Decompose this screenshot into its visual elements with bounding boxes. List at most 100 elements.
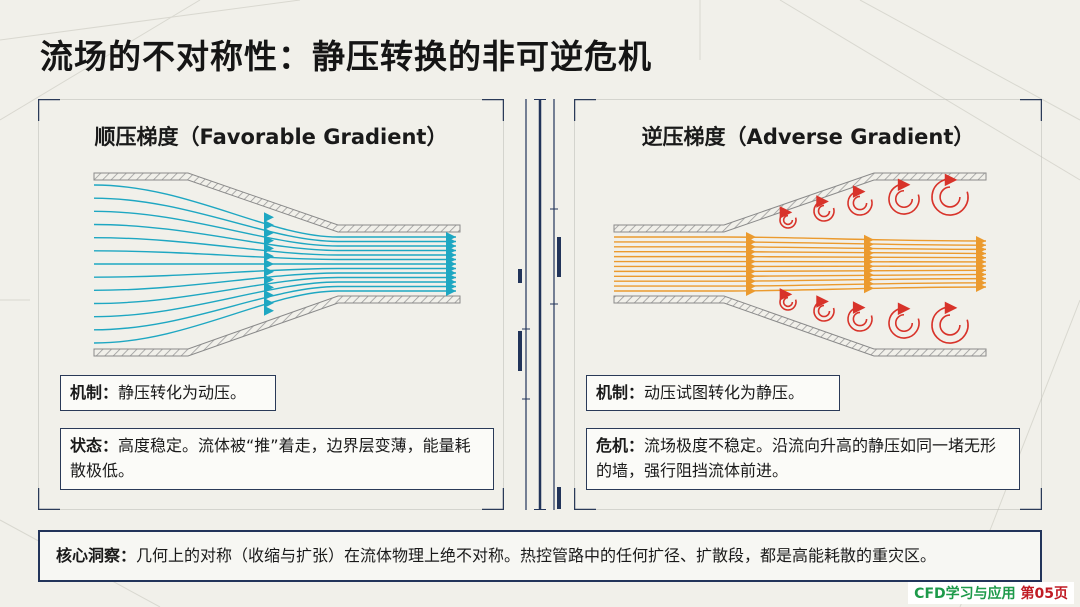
core-insight-bar: 核心洞察：几何上的对称（收缩与扩张）在流体物理上绝不对称。热控管路中的任何扩径、… — [38, 530, 1042, 582]
page-badge: CFD学习与应用 第05页 — [908, 582, 1074, 604]
streamline — [93, 250, 456, 261]
arrowhead — [264, 235, 274, 246]
crisis-text: 流场极度不稳定。沿流向升高的静压如同一堵无形的墙，强行阻挡流体前进。 — [596, 436, 997, 480]
vortex-inner-arc — [852, 195, 868, 211]
arrowhead — [264, 282, 274, 293]
vortex-arc — [888, 183, 920, 215]
streamline — [614, 273, 987, 277]
streamline — [614, 246, 987, 251]
arrowhead — [897, 302, 911, 316]
favorable-gradient-heading: 顺压梯度（Favorable Gradient） — [94, 125, 448, 149]
vortex-inner-arc — [939, 186, 961, 208]
arrowhead — [264, 212, 274, 223]
arrowhead — [944, 173, 958, 187]
flow-arrows — [264, 212, 456, 316]
vortex-arc — [847, 306, 873, 332]
streamline — [614, 269, 987, 273]
streamline — [614, 286, 987, 292]
streamline — [614, 241, 987, 246]
favorable-gradient-panel: 顺压梯度（Favorable Gradient） 机制：静压转化为动压。 状态：… — [38, 99, 504, 510]
arrowhead — [746, 286, 756, 296]
mechanism-box: 机制：动压试图转化为静压。 — [586, 375, 840, 411]
vortex-inner-arc — [817, 204, 831, 218]
vortex-arc — [888, 307, 920, 339]
streamline — [93, 197, 456, 243]
arrowhead — [264, 305, 274, 316]
top-wall — [93, 172, 461, 233]
streamline — [93, 281, 456, 318]
arrowhead — [446, 286, 456, 296]
top-wall — [613, 172, 987, 233]
arrowhead — [264, 266, 274, 277]
page-number: 第05页 — [1020, 586, 1068, 602]
vortex-arc — [847, 190, 873, 216]
diverging-diffuser-diagram — [613, 172, 987, 357]
arrowhead — [264, 290, 274, 301]
streamline — [614, 251, 987, 255]
arrowhead — [816, 195, 829, 208]
mechanism-text: 静压转化为动压。 — [118, 383, 247, 402]
streamline — [93, 236, 456, 256]
arrowhead — [864, 283, 874, 294]
streamline — [614, 282, 987, 287]
vortex-inner-arc — [894, 313, 914, 333]
arrowhead — [264, 251, 274, 262]
vortex-inner-arc — [894, 189, 914, 209]
mechanism-box: 机制：静压转化为动压。 — [60, 375, 276, 411]
arrowhead — [264, 274, 274, 285]
vortex-arc — [931, 306, 969, 344]
streamline — [93, 223, 456, 252]
streamline — [614, 236, 987, 242]
state-box: 状态：高度稳定。流体被“推”着走，边界层变薄，能量耗散极低。 — [60, 428, 494, 490]
arrowhead — [264, 243, 274, 254]
adverse-gradient-heading: 逆压梯度（Adverse Gradient） — [641, 125, 975, 149]
arrowhead — [897, 178, 911, 192]
page-title: 流场的不对称性：静压转换的非可逆危机 — [40, 37, 652, 76]
arrowhead — [264, 227, 274, 238]
vortex-inner-arc — [939, 314, 961, 336]
mechanism-text: 动压试图转化为静压。 — [644, 383, 805, 402]
mechanism-label: 机制： — [70, 383, 119, 402]
vortex-inner-arc — [852, 311, 868, 327]
vortex-inner-arc — [782, 214, 794, 226]
insight-label: 核心洞察： — [56, 546, 137, 565]
vortex-arc — [931, 178, 969, 216]
adverse-gradient-panel: 逆压梯度（Adverse Gradient） 机制：动压试图转化为静压。 危机：… — [574, 99, 1042, 510]
state-label: 状态： — [70, 436, 119, 455]
insight-text: 几何上的对称（收缩与扩张）在流体物理上绝不对称。热控管路中的任何扩径、扩散段，都… — [136, 546, 937, 565]
arrowhead — [852, 301, 866, 314]
center-divider — [518, 99, 561, 510]
streamline — [93, 285, 456, 331]
converging-nozzle-diagram — [93, 172, 461, 357]
arrowhead — [944, 301, 958, 315]
crisis-box: 危机：流场极度不稳定。沿流向升高的静压如同一堵无形的墙，强行阻挡流体前进。 — [586, 428, 1020, 490]
arrowhead — [852, 185, 866, 198]
bottom-wall — [93, 295, 461, 357]
arrowhead — [264, 297, 274, 308]
arrowhead — [779, 206, 793, 219]
streamline — [93, 290, 456, 344]
arrowhead — [264, 220, 274, 231]
bottom-wall — [613, 295, 987, 357]
arrowhead — [976, 282, 986, 292]
streamlines — [93, 184, 456, 344]
arrowhead — [816, 295, 829, 308]
vortex-inner-arc — [817, 304, 831, 318]
streamline — [614, 277, 987, 282]
channel-name: CFD学习与应用 — [914, 586, 1016, 602]
mechanism-label: 机制： — [596, 383, 645, 402]
crisis-label: 危机： — [596, 436, 645, 455]
state-text: 高度稳定。流体被“推”着走，边界层变薄，能量耗散极低。 — [70, 436, 471, 480]
flow-arrows — [746, 232, 986, 296]
streamline — [93, 276, 456, 305]
streamline — [93, 267, 456, 278]
separation-vortices — [779, 173, 969, 344]
streamline — [93, 210, 456, 247]
arrowhead — [264, 259, 274, 269]
streamlines — [614, 236, 987, 292]
arrowhead — [779, 288, 793, 301]
vortex-inner-arc — [782, 296, 794, 308]
streamline — [93, 184, 456, 238]
streamline — [614, 255, 987, 259]
streamline — [93, 272, 456, 292]
